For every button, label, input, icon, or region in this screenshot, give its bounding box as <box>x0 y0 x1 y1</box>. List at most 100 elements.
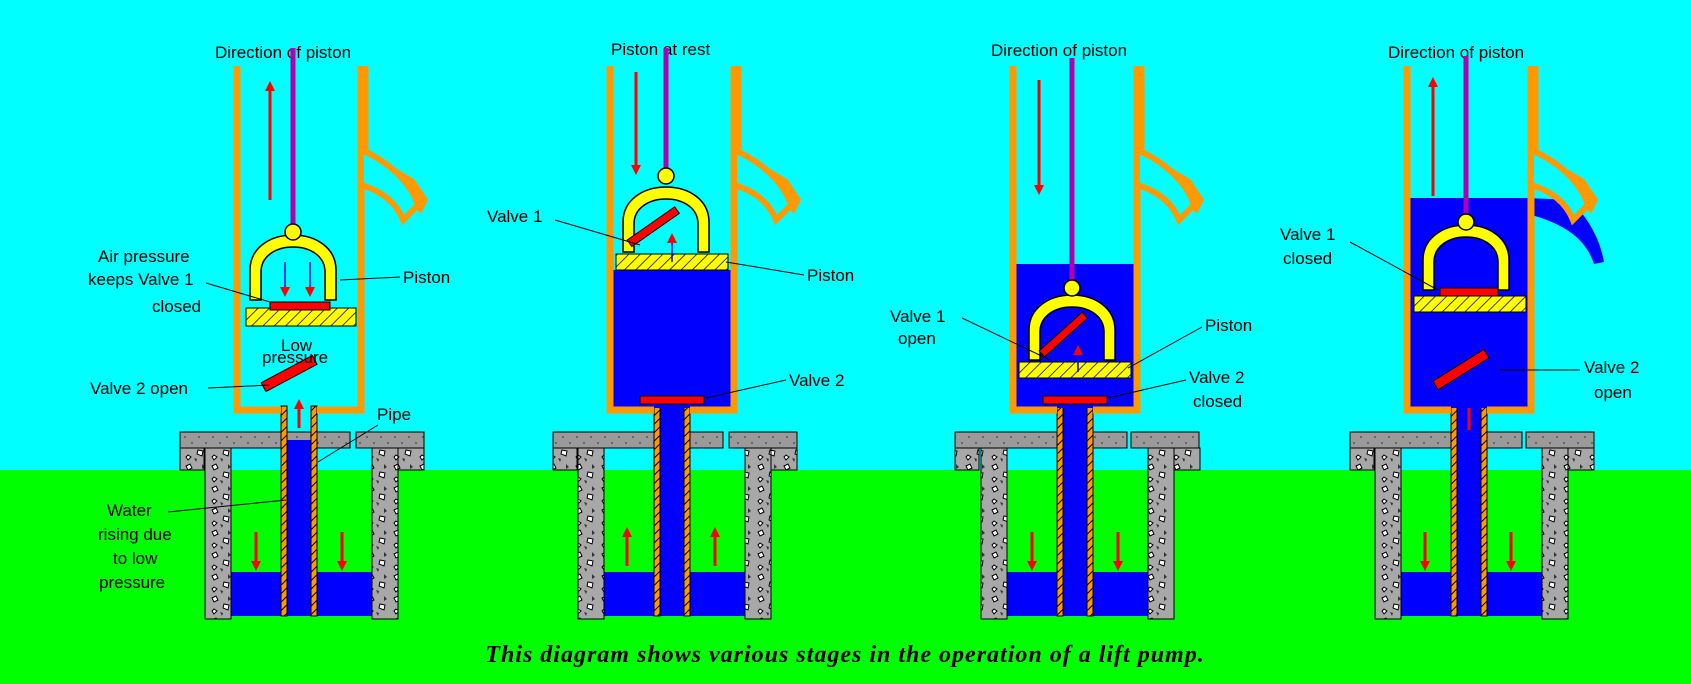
well-slab-right <box>1130 431 1200 449</box>
stage-4-title: Direction of piston <box>1388 43 1524 62</box>
pipe-wall-left <box>1450 405 1458 617</box>
valve-2 <box>639 395 705 405</box>
piston-eye <box>1063 279 1081 297</box>
pipe-wall-right <box>310 405 318 617</box>
well-curb-right <box>397 447 425 471</box>
label-piston: Piston <box>1205 316 1252 335</box>
cylinder-water <box>613 270 731 408</box>
pipe-wall-left <box>653 405 661 617</box>
piston-base <box>245 307 357 327</box>
well-curb-left <box>954 447 980 471</box>
pipe-water <box>660 406 684 616</box>
leader-piston <box>725 261 805 276</box>
valve-2 <box>1042 395 1108 405</box>
spout <box>731 145 795 226</box>
piston-eye <box>284 223 302 241</box>
valve-1 <box>1439 287 1499 297</box>
label-water-3: to low <box>113 549 158 568</box>
outflow-water <box>1528 198 1604 264</box>
well-slab-left <box>1349 431 1523 449</box>
leader-valve-2 <box>705 379 787 399</box>
piston-base <box>1018 361 1132 379</box>
label-water-2: rising due <box>98 525 172 544</box>
label-valve-1: Valve 1 <box>487 207 542 226</box>
label-valve-2-b: open <box>1594 383 1632 402</box>
leader-valve-2 <box>207 384 271 389</box>
pipe-water <box>287 440 311 616</box>
label-valve-2: Valve 2 <box>789 371 844 390</box>
stage-2-title: Piston at rest <box>611 40 710 59</box>
spout <box>1528 145 1592 226</box>
pipe-wall-right <box>1480 405 1488 617</box>
label-valve-1-a: Valve 1 <box>890 307 945 326</box>
leader-valve-1 <box>961 317 1051 361</box>
stage-3-panel: Direction of piston Valve 1 open Piston … <box>890 41 1252 620</box>
spout <box>1134 145 1198 226</box>
leader-pipe <box>317 424 379 463</box>
label-valve-1-a: Valve 1 <box>1280 225 1335 244</box>
piston-arch <box>622 186 710 253</box>
well-wall-left <box>1374 446 1402 620</box>
label-water-1: Water <box>107 501 152 520</box>
piston-arch <box>1028 294 1116 361</box>
well-wall-right <box>744 446 772 620</box>
piston-eye <box>657 167 675 185</box>
label-air-2: keeps Valve 1 <box>88 270 194 289</box>
well-curb-right <box>1173 447 1201 471</box>
well-wall-left <box>204 446 232 620</box>
well-wall-left <box>577 446 605 620</box>
well-slab-right <box>728 431 798 449</box>
label-valve-1-b: open <box>898 329 936 348</box>
well-curb-left <box>552 447 578 471</box>
pipe-wall-left <box>1056 405 1064 617</box>
label-air-1: Air pressure <box>98 247 190 266</box>
pipe-wall-left <box>280 405 288 617</box>
piston-base <box>1413 295 1527 313</box>
pipe-wall-right <box>683 405 691 617</box>
label-water-4: pressure <box>99 573 165 592</box>
well-wall-right <box>371 446 399 620</box>
leader-piston <box>339 276 401 281</box>
well-curb-left <box>1349 447 1375 471</box>
well-wall-right <box>1147 446 1175 620</box>
label-valve-2: Valve 2 open <box>90 379 188 398</box>
label-piston: Piston <box>403 268 450 287</box>
valve-1 <box>626 206 680 248</box>
label-valve-2-a: Valve 2 <box>1584 358 1639 377</box>
well-slab-left <box>552 431 724 449</box>
well-wall-left <box>980 446 1008 620</box>
stage-4-panel: Direction of piston Valve 1 closed Valve… <box>1280 43 1639 620</box>
well-slab-right <box>1525 431 1595 449</box>
diagram-caption: This diagram shows various stages in the… <box>485 642 1204 668</box>
piston-arch <box>249 234 337 301</box>
leader-piston <box>1127 326 1203 369</box>
well-curb-right <box>770 447 798 471</box>
stage-1-panel: Direction of piston Air pressure keeps V… <box>88 43 450 620</box>
stage-3-title: Direction of piston <box>991 41 1127 60</box>
leader-water <box>167 499 287 513</box>
label-valve-2-b: closed <box>1193 392 1242 411</box>
label-pipe: Pipe <box>377 405 411 424</box>
spout <box>358 145 422 226</box>
pipe-water <box>1063 406 1087 616</box>
pipe-water <box>1457 406 1481 616</box>
stage-1-title: Direction of piston <box>215 43 351 62</box>
well-curb-left <box>179 447 205 471</box>
well-slab-right <box>355 431 425 449</box>
well-curb-right <box>1567 447 1595 471</box>
leader-air <box>205 282 271 303</box>
label-valve-2-a: Valve 2 <box>1189 368 1244 387</box>
stage-2-panel: Piston at rest Valve 1 Piston Valve 2 <box>487 40 854 620</box>
label-air-3: closed <box>152 297 201 316</box>
label-low-1: Low <box>281 336 313 355</box>
label-low-2: pressure <box>262 348 328 367</box>
well-slab-left <box>954 431 1128 449</box>
valve-2 <box>1432 348 1490 391</box>
valve-2 <box>260 354 318 393</box>
valve-1 <box>1038 311 1089 358</box>
pipe-wall-right <box>1086 405 1094 617</box>
label-piston: Piston <box>807 266 854 285</box>
valve-1 <box>269 301 331 311</box>
piston-eye <box>1457 213 1475 231</box>
